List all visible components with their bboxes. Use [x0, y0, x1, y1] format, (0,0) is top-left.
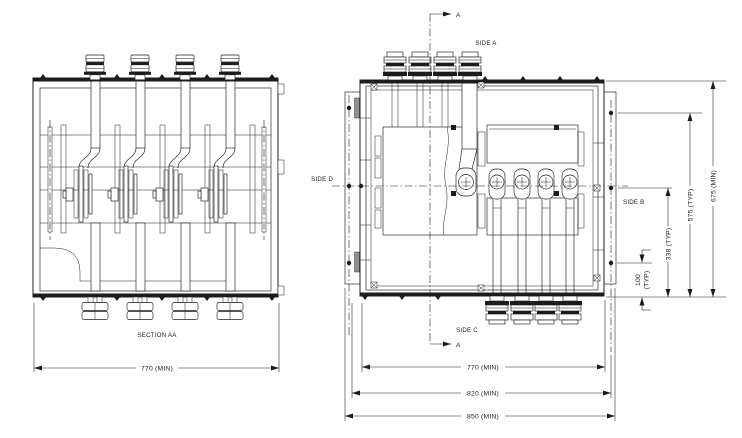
bushing [218, 54, 242, 81]
side-c-label: SIDE C [456, 327, 478, 334]
bushing [128, 54, 152, 81]
bushing [171, 296, 199, 320]
barrier-strip [114, 124, 121, 234]
side-d-label: SIDE D [311, 176, 333, 183]
dim-820: 820 (MIN) [467, 391, 499, 398]
dim-338: 338 (TYP) [666, 228, 673, 261]
dim-770-left: 770 (MIN) [141, 366, 173, 373]
section-caption: SECTION AA [137, 332, 177, 339]
bolt [346, 183, 352, 189]
bushing [83, 54, 107, 81]
bolt [608, 260, 614, 266]
bolt [608, 185, 614, 191]
corner-bolt [477, 284, 485, 292]
bolt [358, 183, 364, 189]
barrier-strip [159, 124, 166, 234]
bushing [173, 54, 197, 81]
corner-detail [40, 247, 81, 281]
bushing [126, 296, 154, 320]
bottom-plate [360, 292, 604, 296]
dim-100-suffix: (TYP) [644, 271, 651, 290]
corner-bolt [370, 83, 378, 91]
corner-bolt [593, 184, 601, 192]
dim-100: 100 [635, 274, 642, 286]
cut-label-bottom: A [456, 342, 461, 349]
barrier-strip [204, 124, 211, 234]
bushing [432, 51, 458, 81]
side-a-label: SIDE A [475, 40, 497, 47]
side-b-label: SIDE B [623, 199, 645, 206]
bushing [382, 51, 408, 81]
plan-view [332, 11, 628, 352]
bushing [81, 296, 109, 320]
bolt [608, 110, 614, 116]
corner-bolt [370, 281, 378, 289]
bushing [457, 51, 483, 81]
corner-bolt [593, 274, 601, 282]
center-conductor [461, 82, 478, 150]
bottom-plate [33, 293, 278, 297]
bushing [216, 296, 244, 320]
cut-label-top: A [456, 12, 461, 19]
bushing [407, 51, 433, 81]
dimensions [33, 80, 726, 421]
bushing [509, 295, 535, 325]
annotations: SECTION AA 770 (MIN) A A SIDE A SIDE B S… [137, 12, 717, 421]
element-block-right-bottom [486, 197, 579, 236]
dim-575: 575 (TYP) [688, 189, 695, 222]
barrier-strip [60, 124, 67, 234]
bushing [557, 295, 583, 325]
barrier-strip [249, 124, 256, 234]
bolt [346, 105, 352, 111]
corner-bolt [477, 81, 485, 89]
dim-675: 675 (MIN) [711, 170, 718, 202]
bushing [484, 295, 510, 325]
break-line [443, 126, 449, 236]
dim-850: 850 (MIN) [467, 414, 499, 421]
bolt [346, 260, 352, 266]
element-block-right-top [486, 124, 579, 164]
section-aa-view [32, 54, 285, 320]
dim-770-right: 770 (MIN) [467, 365, 499, 372]
top-plate [33, 78, 278, 82]
bushing [533, 295, 559, 325]
